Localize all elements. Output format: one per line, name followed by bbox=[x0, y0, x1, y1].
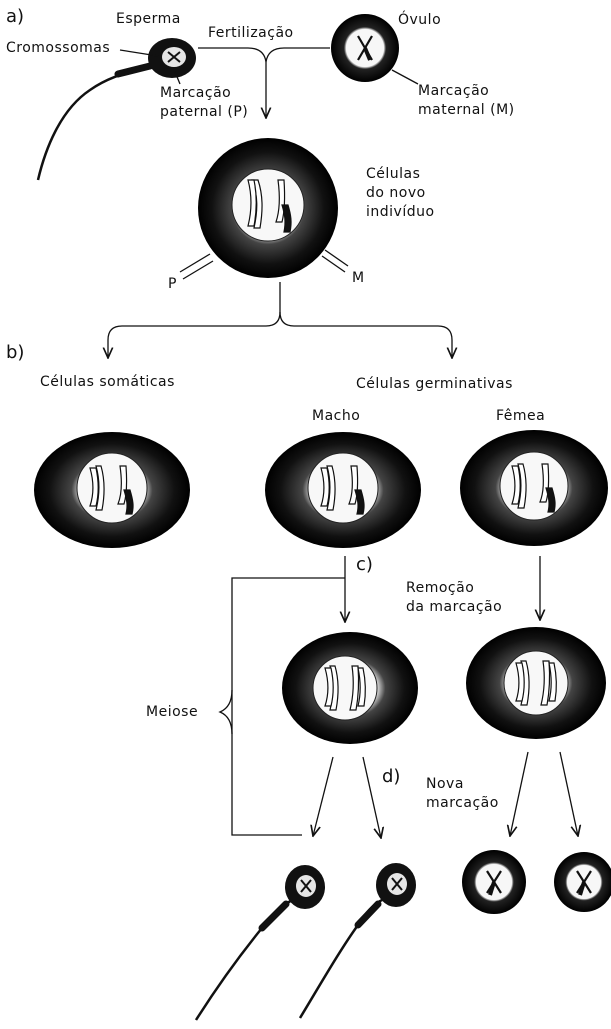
celulas-germinativas-label: Células germinativas bbox=[356, 376, 513, 392]
meiosis-arrow-female-2 bbox=[560, 752, 578, 836]
m-marker-line-2 bbox=[322, 256, 345, 272]
esperma-label: Esperma bbox=[116, 11, 181, 27]
celulas-somaticas-label: Células somáticas bbox=[40, 374, 175, 390]
macho-label: Macho bbox=[312, 408, 360, 424]
p-marker-line-2 bbox=[183, 261, 213, 279]
female-cell-unmarked bbox=[466, 627, 606, 739]
meiosis-arrow-male-1 bbox=[313, 757, 333, 836]
marcacao-maternal-line1: Marcação bbox=[418, 83, 489, 99]
fertilization-bracket bbox=[198, 48, 330, 62]
m-label: M bbox=[352, 270, 365, 286]
new-egg-2 bbox=[554, 852, 611, 912]
zygote-cell bbox=[198, 138, 338, 278]
new-sperm-1 bbox=[196, 865, 325, 1020]
fertilizacao-label: Fertilização bbox=[208, 25, 294, 41]
section-c-label: c) bbox=[356, 554, 373, 575]
femea-label: Fêmea bbox=[496, 408, 545, 424]
marcacao-paternal-line2: paternal (P) bbox=[160, 104, 248, 120]
new-egg-1 bbox=[462, 850, 526, 914]
m-marker-line-1 bbox=[325, 250, 348, 266]
p-marker-line-1 bbox=[180, 254, 210, 272]
male-germ-cell bbox=[265, 432, 421, 548]
meiosis-arrow-male-2 bbox=[363, 757, 381, 838]
marcacao-paternal-line1: Marcação bbox=[160, 85, 231, 101]
p-label: P bbox=[168, 276, 177, 292]
remocao-line2: da marcação bbox=[406, 599, 502, 615]
germline-branch-arrow bbox=[280, 312, 452, 358]
egg-cell-top bbox=[331, 14, 399, 82]
male-cell-unmarked bbox=[282, 632, 418, 744]
celulas-novo-line2: do novo bbox=[366, 185, 426, 201]
somatic-cell bbox=[34, 432, 190, 548]
section-b-label: b) bbox=[6, 342, 24, 363]
cromossomas-label: Cromossomas bbox=[6, 40, 110, 56]
maternal-pointer bbox=[392, 70, 418, 84]
nova-marcacao-line1: Nova bbox=[426, 776, 464, 792]
celulas-novo-line3: indivíduo bbox=[366, 204, 435, 220]
meiosis-arrow-female-1 bbox=[510, 752, 528, 836]
section-a-label: a) bbox=[6, 6, 24, 27]
female-germ-cell bbox=[460, 430, 608, 546]
remocao-line1: Remoção bbox=[406, 580, 474, 596]
ovulo-label: Óvulo bbox=[398, 10, 441, 28]
meiose-label: Meiose bbox=[146, 704, 198, 720]
nova-marcacao-line2: marcação bbox=[426, 795, 499, 811]
section-d-label: d) bbox=[382, 766, 400, 787]
meiose-brace-tip bbox=[220, 690, 232, 734]
marcacao-maternal-line2: maternal (M) bbox=[418, 102, 515, 118]
somatic-branch-arrow bbox=[108, 282, 280, 358]
celulas-novo-line1: Células bbox=[366, 166, 420, 182]
